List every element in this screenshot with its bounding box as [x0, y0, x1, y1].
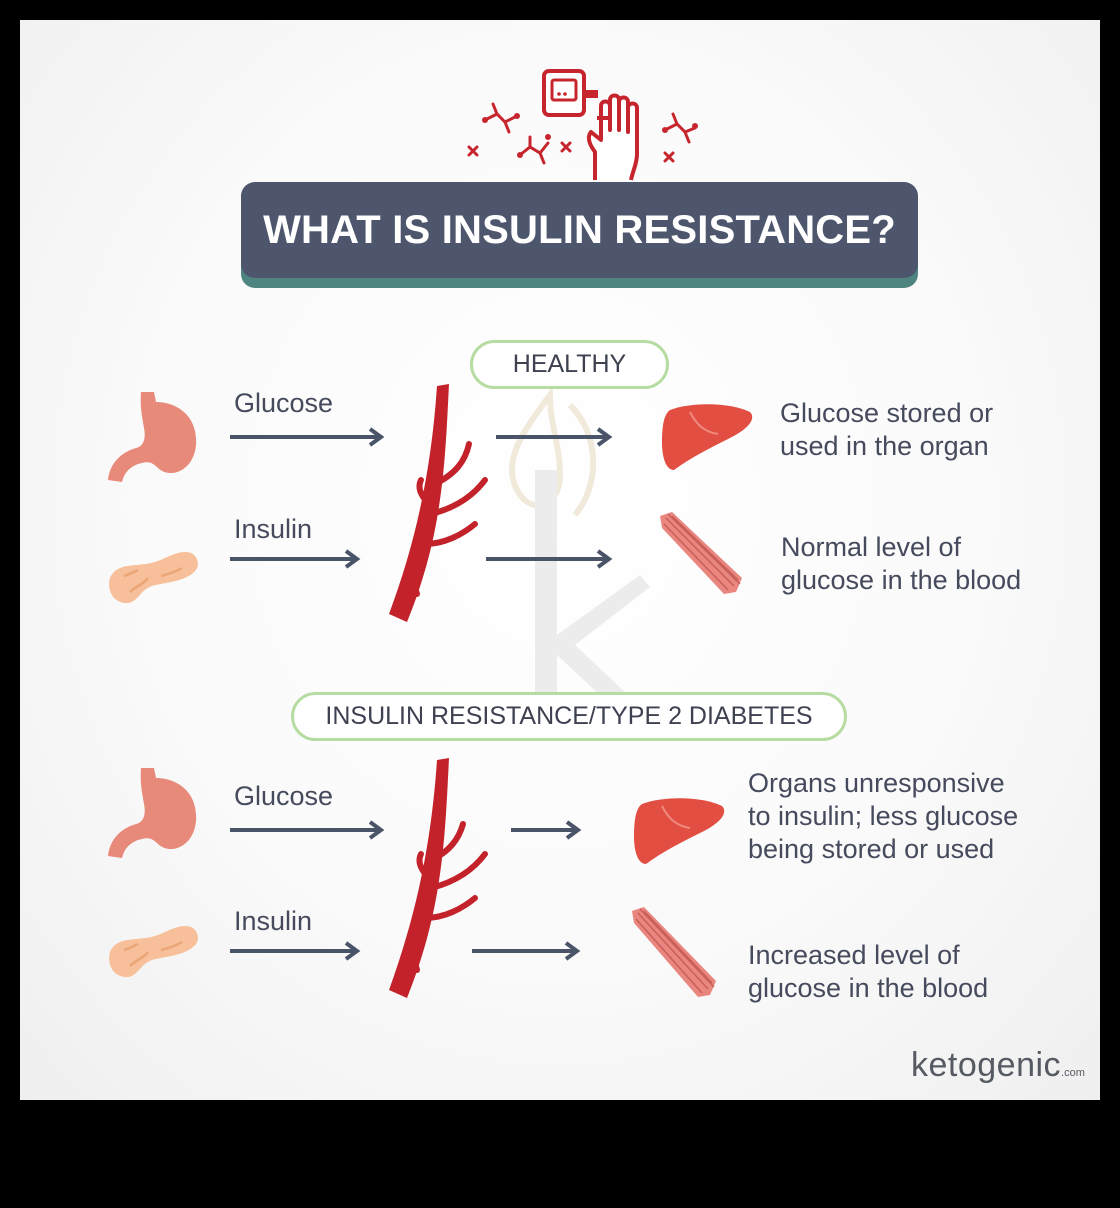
resistance-glucose-label: Glucose	[234, 781, 334, 811]
healthy-blood-arrow	[486, 549, 613, 569]
pancreas-icon	[109, 552, 198, 604]
resistance-blood-arrow	[472, 941, 581, 961]
molecule-icon	[467, 102, 698, 165]
liver-icon	[662, 404, 753, 470]
resistance-insulin-label: Insulin	[234, 906, 313, 936]
healthy-heading: HEALTHY	[470, 340, 669, 389]
infographic-card: WHAT IS INSULIN RESISTANCE? HEALTHY Gluc…	[20, 20, 1100, 1100]
resistance-organ-arrow	[511, 820, 582, 840]
healthy-organ-text: Glucose stored or used in the organ	[780, 398, 994, 461]
stomach-icon	[108, 392, 197, 482]
resistance-insulin-arrow	[230, 941, 361, 961]
hand-icon	[586, 93, 639, 181]
page-title: WHAT IS INSULIN RESISTANCE?	[241, 182, 918, 278]
liver-icon	[634, 798, 725, 864]
logo-suffix: .com	[1061, 1067, 1085, 1079]
stomach-icon	[108, 768, 197, 858]
blood-vessel-icon	[389, 384, 488, 622]
resistance-glucose-arrow	[230, 820, 385, 840]
resistance-blood-text: Increased level of glucose in the blood	[748, 940, 989, 1003]
glucose-meter-icon	[542, 69, 598, 117]
logo-brand: ketogenic	[911, 1046, 1062, 1084]
healthy-organ-arrow	[496, 427, 613, 447]
muscle-icon	[660, 512, 742, 594]
healthy-glucose-arrow	[230, 427, 385, 447]
healthy-blood-text: Normal level of glucose in the blood	[781, 532, 1022, 595]
ketogenic-logo: ketogenic.com	[911, 1046, 1085, 1085]
pancreas-icon	[109, 926, 198, 978]
muscle-icon	[632, 907, 716, 997]
resistance-heading: INSULIN RESISTANCE/TYPE 2 DIABETES	[291, 692, 847, 741]
healthy-glucose-label: Glucose	[234, 388, 334, 418]
resistance-organ-text: Organs unresponsive to insulin; less glu…	[748, 768, 1019, 864]
healthy-insulin-arrow	[230, 549, 361, 569]
blood-vessel-icon	[389, 758, 488, 998]
healthy-insulin-label: Insulin	[234, 514, 313, 544]
